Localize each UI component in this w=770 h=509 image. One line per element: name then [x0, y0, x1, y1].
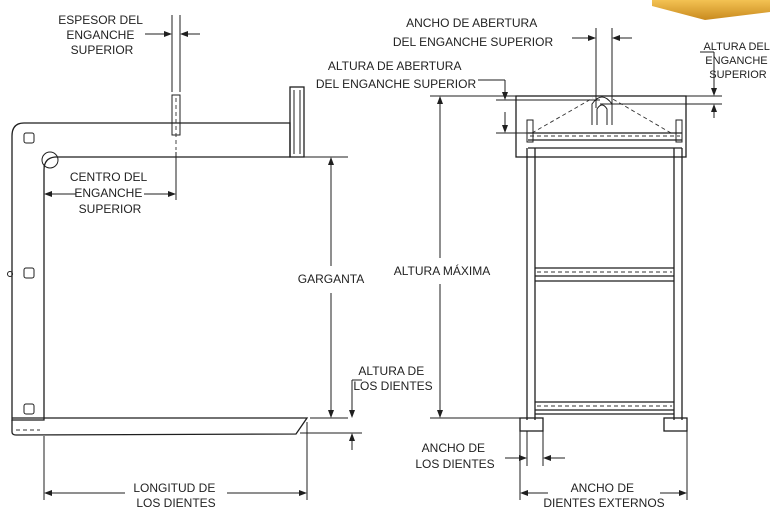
front-view-tine-left	[519, 417, 544, 432]
side-view-upper-hook	[289, 86, 305, 158]
bracket-icon	[23, 267, 35, 279]
label-ancho-abertura: ANCHO DE ABERTURA DEL ENGANCHE SUPERIOR	[393, 16, 554, 49]
label-ancho-dientes-externos: ANCHO DE DIENTES EXTERNOS	[543, 481, 664, 509]
side-view-dimensions	[43, 15, 362, 500]
label-ancho-dientes: ANCHO DE LOS DIENTES	[415, 441, 494, 471]
front-view-dimensions	[430, 28, 722, 500]
front-view-opening	[591, 96, 613, 125]
bracket-icon	[23, 132, 35, 144]
corner-accent	[652, 0, 770, 20]
side-view	[7, 86, 309, 436]
side-view-corner-radius	[41, 151, 59, 169]
label-altura-enganche: ALTURA DEL ENGANCHE SUPERIOR	[703, 41, 770, 81]
label-altura-dientes: ALTURA DE LOS DIENTES	[353, 364, 432, 393]
label-longitud-dientes: LONGITUD DE LOS DIENTES	[133, 481, 218, 509]
front-view	[515, 95, 688, 432]
label-espesor: ESPESOR DEL ENGANCHE SUPERIOR	[58, 13, 146, 57]
label-garganta: GARGANTA	[298, 272, 364, 286]
bracket-icon	[23, 403, 35, 415]
side-view-tine	[11, 417, 309, 436]
front-view-top-housing	[515, 95, 687, 158]
label-centro: CENTRO DEL ENGANCHE SUPERIOR	[70, 170, 150, 216]
label-altura-maxima: ALTURA MÁXIMA	[394, 263, 490, 278]
front-view-tine-right	[663, 417, 688, 432]
label-altura-abertura: ALTURA DE ABERTURA DEL ENGANCHE SUPERIOR	[316, 59, 477, 91]
